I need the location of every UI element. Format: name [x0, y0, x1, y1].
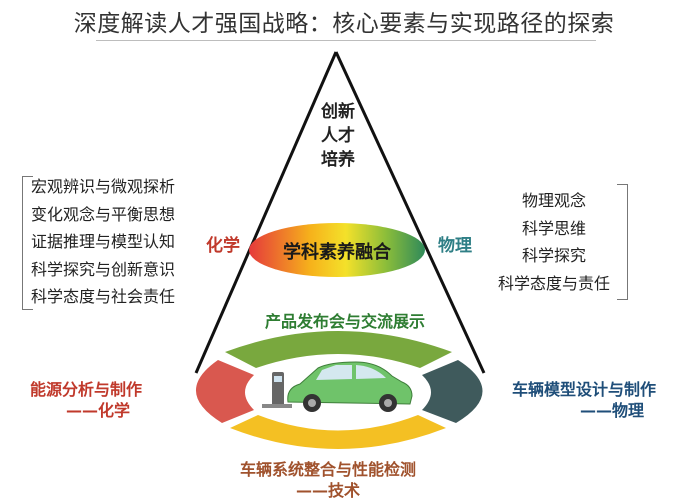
- apex-line: 培养: [321, 150, 355, 170]
- triangle-right-edge: [334, 51, 486, 374]
- list-item: 科学态度与社会责任: [31, 287, 176, 306]
- ring-bottom-segment: [230, 415, 446, 449]
- list-item: 科学思维: [521, 218, 586, 238]
- core-ellipse: [249, 223, 425, 277]
- ring-bottom-caption: 车辆系统整合与性能检测 ——技术: [240, 459, 416, 501]
- caption-line: 能源分析与制作: [30, 380, 143, 399]
- list-item: 物理观念: [521, 191, 586, 210]
- chemistry-literacy-list: 宏观辨识与微观探析 变化观念与平衡思想 证据推理与模型认知 科学探究与创新意识 …: [31, 173, 175, 311]
- physics-literacy-list: 物理观念 科学思维 科学探究 科学态度与责任: [490, 187, 618, 297]
- caption-line: 车辆系统整合与性能检测: [240, 460, 417, 479]
- right-bracket: [617, 184, 628, 300]
- ring-top-label: 产品发布会与交流展示: [264, 312, 425, 331]
- list-item: 科学探究与创新意识: [31, 259, 176, 279]
- caption-subject: ——技术: [296, 481, 361, 500]
- list-item: 科学态度与责任: [497, 273, 610, 293]
- physics-label: 物理: [438, 236, 472, 256]
- triangle-left-edge: [194, 51, 338, 374]
- list-item: 证据推理与模型认知: [31, 232, 176, 251]
- ring-left-caption: 能源分析与制作 ——化学: [30, 379, 142, 421]
- core-label: 学科素养融合: [283, 242, 391, 263]
- list-item: 科学探究: [521, 246, 586, 265]
- car-illustration: [262, 361, 413, 412]
- ring-top-segment: [225, 331, 452, 368]
- caption-subject: ——化学: [66, 401, 131, 420]
- chemistry-label: 化学: [206, 236, 240, 256]
- ring-right-segment: [422, 360, 483, 423]
- title-divider: [96, 40, 596, 41]
- list-item: 宏观辨识与微观探析: [31, 177, 176, 196]
- apex-label: 创新 人才 培养: [308, 100, 368, 172]
- list-item: 变化观念与平衡思想: [31, 204, 176, 224]
- apex-line: 创新: [321, 102, 355, 122]
- left-bracket: [22, 176, 33, 310]
- apex-line: 人才: [321, 126, 355, 146]
- caption-line: 车辆模型设计与制作: [512, 380, 657, 399]
- page-title: 深度解读人才强国战略：核心要素与实现路径的探索: [73, 11, 615, 37]
- ring-left-segment: [195, 360, 254, 423]
- ring-right-caption: 车辆模型设计与制作 ——物理: [512, 379, 656, 421]
- caption-subject: ——物理: [580, 401, 645, 420]
